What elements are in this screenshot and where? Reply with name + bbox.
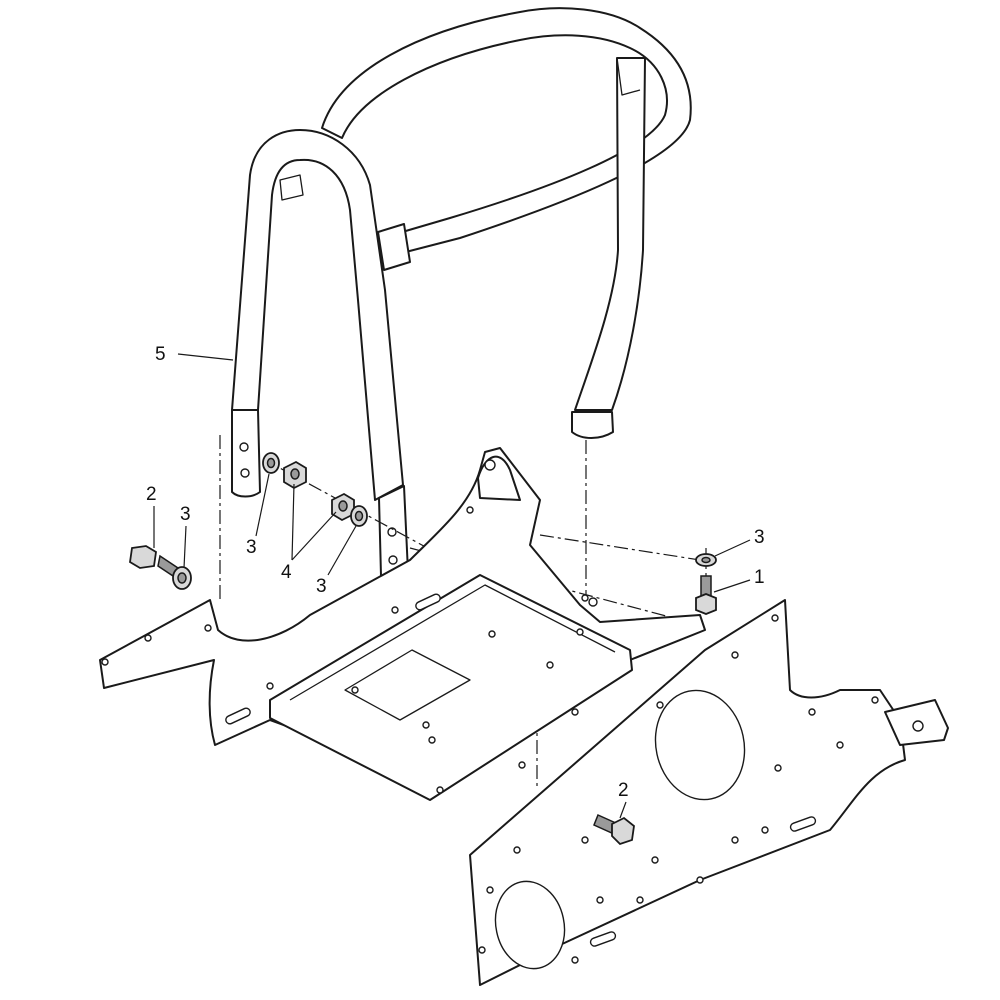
- base-frame: [99, 447, 949, 986]
- callout-3-inner-left: 3: [246, 537, 257, 558]
- callout-1: 1: [754, 567, 765, 588]
- washer-item-3-right: [695, 553, 717, 567]
- callout-5: 5: [155, 344, 166, 365]
- callout-2-bottom: 2: [618, 780, 629, 801]
- washer-item-3-left: [172, 566, 192, 590]
- bolt-item-2-bottom: [593, 813, 635, 846]
- washer-item-3-inner-left: [262, 452, 280, 474]
- callout-3-inner-right: 3: [316, 576, 327, 597]
- bolt-item-1: [695, 575, 717, 615]
- callout-3-left: 3: [180, 504, 191, 525]
- roll-bar-frame: [231, 7, 692, 581]
- callouts: 5 2 3 3 4 3 3 1 2: [146, 344, 765, 819]
- nut-item-4-right: [331, 492, 355, 522]
- callout-3-right: 3: [754, 527, 765, 548]
- washer-item-3-inner-right: [350, 505, 368, 527]
- nut-item-4-left: [283, 460, 307, 490]
- bolt-item-2-left: [129, 545, 179, 580]
- callout-2-left: 2: [146, 484, 157, 505]
- callout-4: 4: [281, 562, 292, 583]
